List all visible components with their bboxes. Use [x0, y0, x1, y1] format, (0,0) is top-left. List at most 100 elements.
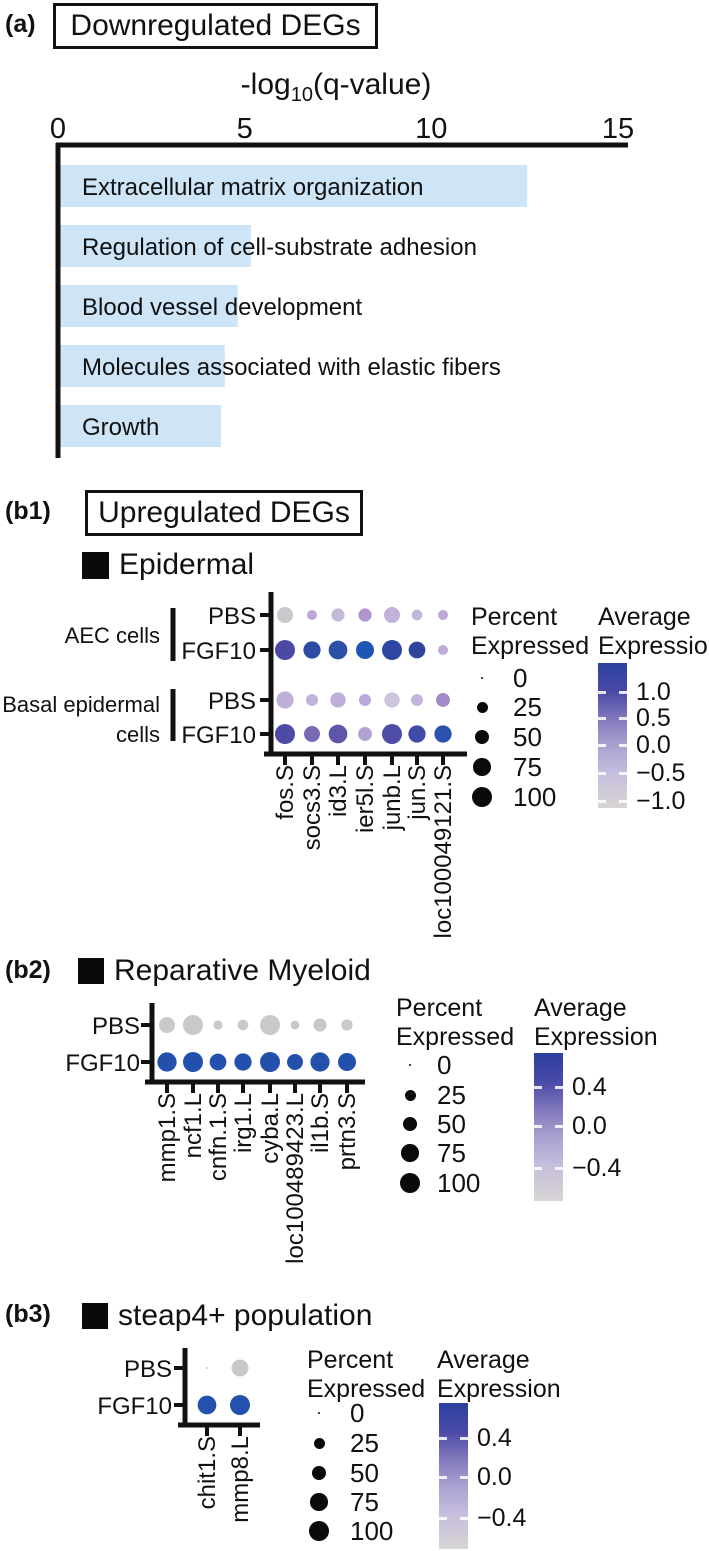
percent-expressed-legend-title-b2: Percent Expressed [396, 994, 515, 1051]
black-square-icon [82, 1303, 108, 1329]
dot [437, 609, 449, 621]
gene-label: mmp8.L [227, 1436, 254, 1523]
dot [356, 641, 374, 659]
average-expression-legend-title-b2: Average Expression [534, 994, 658, 1051]
dot [287, 1054, 303, 1070]
bar-label: Blood vessel development [82, 294, 363, 321]
row-label: PBS [208, 688, 256, 715]
panel-b2-tag: (b2) [5, 956, 51, 984]
colorbar-tick [439, 1517, 447, 1520]
dot [330, 692, 346, 708]
axis-title-sub: 10 [290, 84, 313, 106]
dot [410, 693, 424, 707]
colorbar-tick [619, 772, 627, 775]
dot [306, 609, 318, 621]
dot [384, 607, 400, 623]
row-label: PBS [92, 1013, 140, 1040]
colorbar-tick [598, 717, 606, 720]
dot [331, 608, 345, 622]
panel-b1-tag: (b1) [5, 497, 51, 525]
size-legend-dot [310, 1493, 328, 1511]
dot [159, 1017, 175, 1033]
size-legend-value: 0 [437, 1050, 452, 1080]
dot [434, 725, 452, 743]
dot [328, 640, 348, 660]
section-header-steap4: steap4+ population [82, 1299, 372, 1333]
dot [338, 1053, 356, 1071]
bar-label: Extracellular matrix organization [82, 174, 423, 201]
colorbar-tick [555, 1167, 563, 1170]
dot [276, 691, 294, 709]
colorbar-tick-label: −0.4 [477, 1504, 527, 1532]
dot [328, 724, 348, 744]
colorbar-tick [598, 772, 606, 775]
size-legend-dot [313, 1437, 325, 1449]
size-legend-dot [474, 729, 490, 745]
bar-label: Regulation of cell-substrate adhesion [82, 234, 477, 261]
dot [358, 693, 372, 707]
colorbar [598, 663, 627, 808]
colorbar-tick-label: 0.4 [477, 1424, 512, 1452]
group-label: AEC cells [65, 623, 160, 648]
percent-expressed-legend-title-b3: Percent Expressed [307, 1346, 426, 1403]
size-legend-value: 25 [437, 1080, 466, 1110]
colorbar-tick [598, 744, 606, 747]
dot [384, 692, 400, 708]
dot [304, 726, 320, 742]
gene-label: junb.L [379, 765, 406, 831]
dot [213, 1020, 223, 1030]
gene-label: loc100489423.L [282, 1093, 309, 1264]
dot [260, 1052, 280, 1072]
dot [290, 1020, 300, 1030]
colorbar-tick-label: 0.0 [477, 1463, 512, 1491]
group-label: cells [116, 722, 160, 747]
black-square-icon [82, 551, 109, 579]
colorbar-tick [534, 1167, 542, 1170]
row-label: FGF10 [65, 1050, 140, 1077]
size-legend-dot [481, 677, 483, 679]
colorbar-tick-label: 0.5 [636, 704, 671, 732]
size-legend-dot [318, 1412, 320, 1414]
colorbar-tick [534, 1125, 542, 1128]
dot [157, 1052, 177, 1072]
x-tick-label: 0 [50, 113, 66, 145]
colorbar-tick-label: 0.4 [572, 1073, 607, 1101]
x-tick-label: 5 [237, 113, 253, 145]
panel-a-axis-title: -log10(q-value) [0, 68, 672, 107]
section-title: steap4+ population [118, 1299, 373, 1332]
size-legend-value: 75 [437, 1138, 466, 1168]
dot [408, 725, 426, 743]
dot [358, 727, 372, 741]
size-legend-value: 50 [513, 722, 542, 752]
gene-label: chit1.S [194, 1436, 221, 1509]
dot [341, 1019, 353, 1031]
section-header-epidermal: Epidermal [82, 548, 254, 582]
colorbar-tick-label: 1.0 [636, 678, 671, 706]
bar [60, 345, 225, 387]
dot [358, 608, 372, 622]
axis-title-post: (q-value) [312, 68, 432, 101]
size-legend-value: 75 [350, 1487, 379, 1517]
size-legend-value: 25 [350, 1428, 379, 1458]
dot [260, 1015, 280, 1035]
dot [237, 1019, 249, 1031]
x-tick-label: 10 [415, 113, 447, 145]
gene-label: mmp1.S [154, 1093, 181, 1182]
colorbar-tick [619, 800, 627, 803]
dot [305, 693, 319, 707]
percent-expressed-legend-title-b1: Percent Expressed [471, 603, 590, 660]
average-expression-legend-title-b3: Average Expression [437, 1346, 561, 1403]
size-legend-value: 100 [437, 1168, 481, 1198]
colorbar-tick [619, 691, 627, 694]
bar-label: Molecules associated with elastic fibers [82, 354, 501, 381]
size-legend-dot [309, 1521, 329, 1541]
gene-label: ier5l.S [352, 765, 379, 833]
bar [60, 225, 251, 267]
size-legend-value: 50 [350, 1458, 379, 1488]
colorbar-tick [555, 1125, 563, 1128]
size-legend-value: 50 [437, 1109, 466, 1139]
gene-label: cyba.L [257, 1093, 284, 1164]
gene-label: fos.S [272, 765, 299, 820]
